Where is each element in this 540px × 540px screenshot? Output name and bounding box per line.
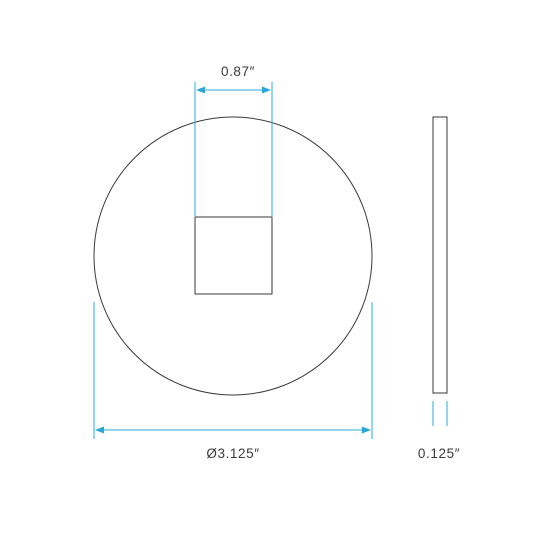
square-hole-dimension-label: 0.87″ [221,64,255,79]
square-hole-dimension [194,82,273,216]
diameter-dimension-label: Ø3.125″ [206,446,259,461]
thickness-dimension [432,401,448,426]
square-hole [194,216,273,295]
diameter-dimension [93,302,373,439]
washer-outline [93,116,373,396]
thickness-dimension-label: 0.125″ [418,446,460,461]
washer-side-view [432,116,448,394]
